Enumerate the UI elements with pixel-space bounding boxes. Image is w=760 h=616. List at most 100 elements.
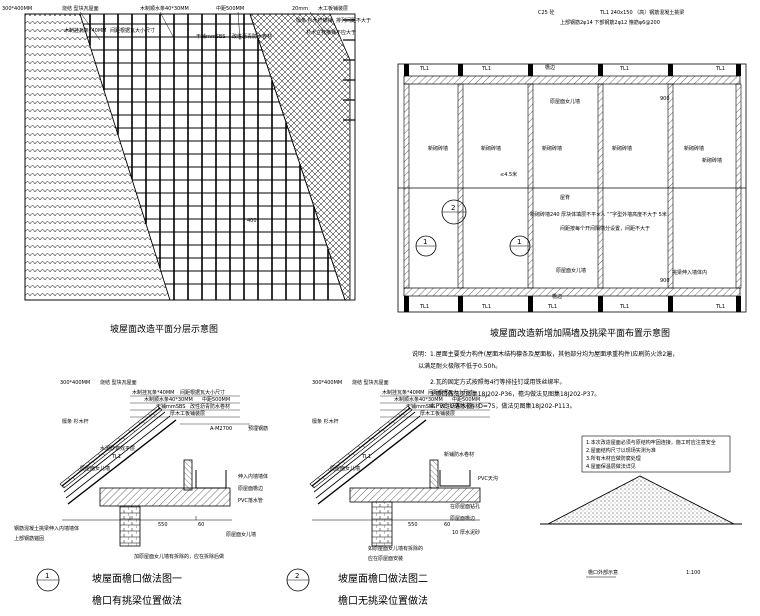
p1-label-board: 木工板铺装层 [318,5,348,12]
p2-beam-edge: 檐边 [545,64,555,71]
p1-label-strip: 木制顺水条40*30MM [140,5,189,12]
d2-waterproof-new: 新铺防水卷材 [444,451,474,458]
d2-dim-550: 550 [408,522,418,528]
p1-label-mid: 中距500MM [216,5,244,12]
eave-detail-2: 300*400MM 烧结 型块瓦屋面 木制挂瓦条*40MM 间距根据瓦大小尺寸 … [286,379,498,607]
tl1-beam [598,64,603,76]
tl1-label: TL1 [715,66,725,72]
new-brick-wall [735,83,742,289]
notes-line-2: 以满足耐火极限不低于0.50h。 [418,362,501,370]
d2-mid: 中距500MM [452,396,480,403]
d2-subtitle: 檐口无挑梁位置做法 [338,594,428,607]
eave-beam-bottom [403,287,741,297]
notes-title: 说明： [412,350,430,358]
tl1-beam [528,64,533,76]
d1-parapet [183,459,193,491]
d1-gutter: A-M2700 [210,426,232,432]
d2-cap: 10 厚水泥砂 [452,529,480,536]
d3-gable-triangle [547,475,735,525]
d1-title: 坡屋面檐口做法图一 [92,572,182,585]
d2-spacing: 间距根据瓦大小尺寸 [428,389,473,396]
eave-beam-top [403,75,741,85]
tl1-label: TL1 [619,66,629,72]
batten-grid [83,14,340,300]
detail-marker-1a-number: 1 [423,238,427,246]
p2-tl-header: TL1 240x150 （高）钢筋混凝土挑梁 [599,9,684,16]
d1-board: 厚木工板铺装层 [170,410,205,417]
d1-marker-number: 1 [45,572,49,580]
d2-old-wall2: 应在原屋面安装 [368,555,403,562]
d3-scale: 1:100 [686,570,700,576]
d1-mortar: 水泥砂浆找平层 [100,445,135,452]
p2-eave: 檐边 [552,293,562,300]
p1-title: 坡屋面改造平面分层示意图 [110,323,218,335]
d1-tl1: TL1 [111,454,121,460]
p2-rebar: 上部钢筋2φ14 下部钢筋2φ12 箍筋φ6@200 [560,19,660,26]
tl1-beam [404,64,409,76]
p2-new-wall-2: 新砌砖墙 [481,145,501,152]
p1-label-spacing: 间距根据瓦大小尺寸 [110,27,155,34]
gable-detail: 1.本次改造屋面必须与原结构牢固连接，施工时应注意安全 2.屋面结构尺寸以现场实… [540,435,742,578]
general-notes: 说明： 1.屋面主要受力构件(屋面木结构檩条及屋面板，其他部分均为屋面承重构件)… [412,350,678,410]
d2-wall [371,501,393,547]
p2-new-wall-4: 新砌砖墙 [612,145,632,152]
p2-parapet-top: 原屋面女儿墙 [550,98,580,105]
p1-label-purlin-note: 排列间距不大于 [336,17,371,24]
detail-marker-2-number: 2 [451,204,455,212]
p1-label-batten: 木制挂瓦条*40MM [64,27,107,34]
p2-dim-900-top: 900 [660,96,670,102]
d1-sbs: 干铺mmSBS [156,403,185,410]
d2-parapet [429,459,439,489]
d2-edge: 原屋面檐边 [450,515,475,522]
p2-new-wall-5: 新砌砖墙 [684,145,704,152]
p2-new-wall-6: 新砌砖墙 [702,157,722,164]
d1-batten: 木制挂瓦条*40MM [132,389,175,396]
d2-parapet-label: 原屋面女儿墙 [330,465,360,472]
tl1-label: TL1 [715,304,725,310]
p1-label-waterproof: 改性沥青防水卷材 [232,33,272,40]
p2-beam-install: 挑梁伸入墙体内 [672,269,707,276]
p1-label-purlin: 檩条 杉木杆横铺 [296,17,333,24]
d2-board: 厚木工板铺装层 [420,410,455,417]
p2-new-wall-1: 新砌砖墙 [428,145,448,152]
d1-rebar: 预埋钢筋 [248,425,268,432]
d1-subtitle: 檐口有挑梁位置做法 [92,594,182,607]
new-brick-wall [667,83,674,289]
new-brick-wall [527,83,534,289]
d1-brace-note: 加原屋面女儿墙有拆除的，应在拆除后做 [134,553,224,560]
d1-purlin: 檩条 杉木杆 [62,418,89,425]
tl1-label: TL1 [547,304,557,310]
d3-note-3: 3.所有木材应做防腐处理 [586,455,641,462]
d1-pvc: PVC落水管 [238,497,263,504]
tl1-beam [598,296,603,312]
p1-label-tile-type: 烧结 型块瓦屋面 [62,5,99,12]
notes-line-4: 3.檐口做法见图集18J202-P36，檐沟做法见图集18J202-P37。 [430,390,600,398]
notes-line-5: 4.PVC-U落水管，D=75，做法见图集18J202-P113。 [430,402,576,410]
d1-wall [119,505,141,547]
p2-dim-900-bottom: 900 [660,278,670,284]
d1-dim-60: 60 [198,522,204,528]
tl1-beam [528,296,533,312]
tl1-label: TL1 [619,304,629,310]
tl1-label: TL1 [481,304,491,310]
d3-note-1: 1.本次改造屋面必须与原结构牢固连接，施工时应注意安全 [586,439,716,446]
d3-title: 檐口外部示意 [588,569,618,576]
eave-detail-1: 300*400MM 烧结 型块瓦屋面 木制挂瓦条*40MM 间距根据瓦大小尺寸 … [14,379,268,607]
d2-strip: 木制顺水条40*30MM [394,396,443,403]
notes-line-1: 1.屋面主要受力构件(屋面木结构檩条及屋面板，其他部分均为屋面承重构件)应刷防火… [430,350,678,358]
d2-sbs: 干铺mmSBS [406,403,435,410]
new-brick-walls [403,83,742,289]
new-brick-wall [457,83,464,289]
d1-tile-type: 烧结 型块瓦屋面 [100,379,137,386]
p2-new-wall-3: 新砌砖墙 [542,145,562,152]
tl1-beam [458,296,463,312]
p2-concrete: C25 砼 [538,9,554,16]
tl1-label: TL1 [419,304,429,310]
tl1-beam [404,296,409,312]
d2-tl1: TL1 [361,454,371,460]
p2-ridge: 屋脊 [560,194,570,201]
d2-waterproof: 改性沥青防水卷材 [440,403,480,410]
d1-tile: 300*400MM [60,380,90,386]
